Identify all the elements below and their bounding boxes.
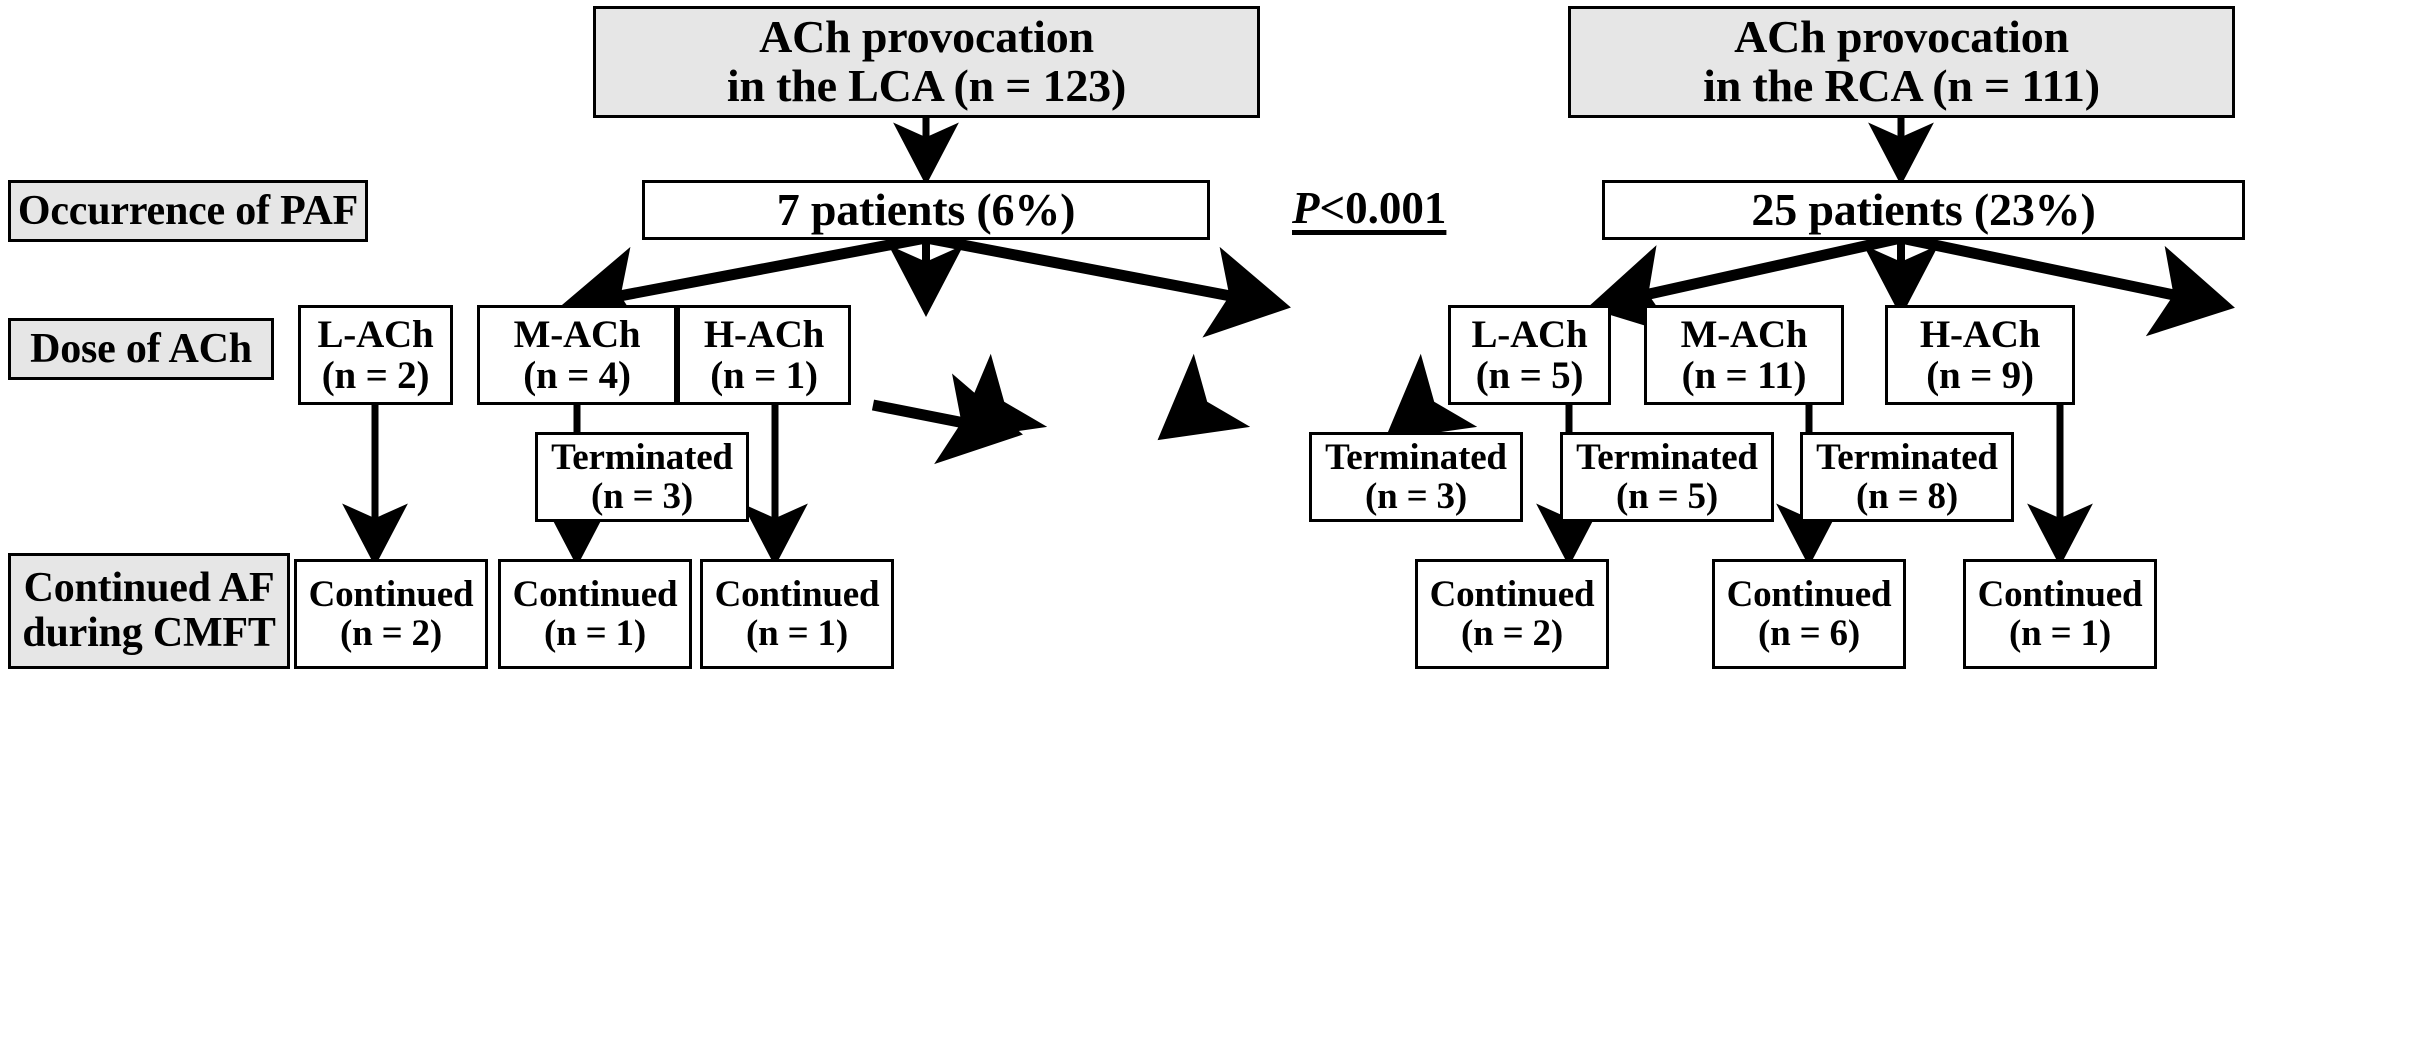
row-label-occurrence-of-paf: Occurrence of PAF: [8, 180, 368, 242]
source-line1: ACh provocation: [1734, 11, 2069, 63]
row-label-line1: Continued AF: [23, 565, 275, 612]
continued-label: Continued: [1429, 573, 1595, 615]
continued-box-right-m-ach: Continued (n = 6): [1712, 559, 1906, 669]
source-line2: in the LCA (n = 123): [726, 60, 1127, 111]
dose-label: H-ACh: [703, 312, 825, 356]
terminated-label: Terminated: [1816, 436, 1998, 478]
stat-text: 25 patients (23%): [1751, 183, 2096, 235]
stat-box-lca: 7 patients (6%): [642, 180, 1210, 240]
dose-label: L-ACh: [317, 312, 434, 356]
terminated-box-right-m-ach: Terminated (n = 5): [1560, 432, 1774, 522]
terminated-count: (n = 8): [1856, 476, 1958, 517]
terminated-box-left-m-ach: Terminated (n = 3): [535, 432, 749, 522]
terminated-box-right-h-ach: Terminated (n = 8): [1800, 432, 2014, 522]
edge-left-stat-to-doses: [559, 232, 1291, 338]
dose-count: (n = 5): [1475, 354, 1584, 397]
dose-label: H-ACh: [1919, 312, 2041, 356]
dose-box-left-h-ach: H-ACh (n = 1): [677, 305, 851, 405]
continued-label: Continued: [308, 573, 474, 615]
continued-label: Continued: [512, 573, 678, 615]
source-box-lca: ACh provocation in the LCA (n = 123): [593, 6, 1260, 118]
continued-count: (n = 1): [544, 613, 646, 654]
continued-box-left-h-ach: Continued (n = 1): [700, 559, 894, 669]
dose-count: (n = 2): [321, 354, 430, 397]
terminated-label: Terminated: [1576, 436, 1758, 478]
terminated-count: (n = 3): [1365, 476, 1467, 517]
row-label-line2: during CMFT: [22, 610, 276, 656]
terminated-count: (n = 3): [591, 476, 693, 517]
row-label-text: Occurrence of PAF: [17, 187, 359, 234]
p-value-annotation: P<0.001: [1292, 182, 1446, 234]
continued-count: (n = 6): [1758, 613, 1860, 654]
dose-count: (n = 11): [1681, 354, 1807, 397]
edge-left-mach-to-terminated: [871, 373, 1023, 465]
terminated-count: (n = 5): [1616, 476, 1718, 517]
edge-right-doses-to-terminated: [954, 353, 1478, 441]
continued-label: Continued: [1977, 573, 2143, 615]
source-line1: ACh provocation: [759, 11, 1094, 63]
dose-box-left-l-ach: L-ACh (n = 2): [298, 305, 453, 405]
continued-count: (n = 2): [1461, 613, 1563, 654]
continued-box-right-l-ach: Continued (n = 2): [1415, 559, 1609, 669]
row-label-dose-of-ach: Dose of ACh: [8, 318, 274, 380]
dose-label: M-ACh: [1680, 312, 1808, 356]
stat-box-rca: 25 patients (23%): [1602, 180, 2245, 240]
dose-box-left-m-ach: M-ACh (n = 4): [477, 305, 677, 405]
dose-count: (n = 4): [523, 354, 631, 397]
source-line2: in the RCA (n = 111): [1703, 60, 2100, 111]
dose-box-right-h-ach: H-ACh (n = 9): [1885, 305, 2075, 405]
p-symbol: P: [1292, 183, 1320, 233]
continued-count: (n = 2): [340, 613, 442, 654]
continued-label: Continued: [1726, 573, 1892, 615]
continued-box-left-m-ach: Continued (n = 1): [498, 559, 692, 669]
row-label-text: Dose of ACh: [30, 325, 252, 372]
dose-count: (n = 9): [1926, 354, 2034, 397]
terminated-box-right-l-ach: Terminated (n = 3): [1309, 432, 1523, 522]
continued-label: Continued: [714, 573, 880, 615]
dose-label: L-ACh: [1471, 312, 1588, 356]
p-text: <0.001: [1319, 183, 1447, 233]
terminated-label: Terminated: [551, 436, 733, 478]
continued-count: (n = 1): [746, 613, 848, 654]
terminated-label: Terminated: [1325, 436, 1507, 478]
continued-box-right-h-ach: Continued (n = 1): [1963, 559, 2157, 669]
row-label-continued-af-during-cmft: Continued AF during CMFT: [8, 553, 290, 669]
stat-text: 7 patients (6%): [776, 183, 1076, 235]
continued-count: (n = 1): [2009, 613, 2111, 654]
dose-count: (n = 1): [710, 354, 818, 397]
dose-box-right-m-ach: M-ACh (n = 11): [1644, 305, 1844, 405]
edge-right-stat-to-doses: [1587, 232, 2235, 337]
continued-box-left-l-ach: Continued (n = 2): [294, 559, 488, 669]
source-box-rca: ACh provocation in the RCA (n = 111): [1568, 6, 2235, 118]
dose-label: M-ACh: [513, 312, 641, 356]
dose-box-right-l-ach: L-ACh (n = 5): [1448, 305, 1611, 405]
